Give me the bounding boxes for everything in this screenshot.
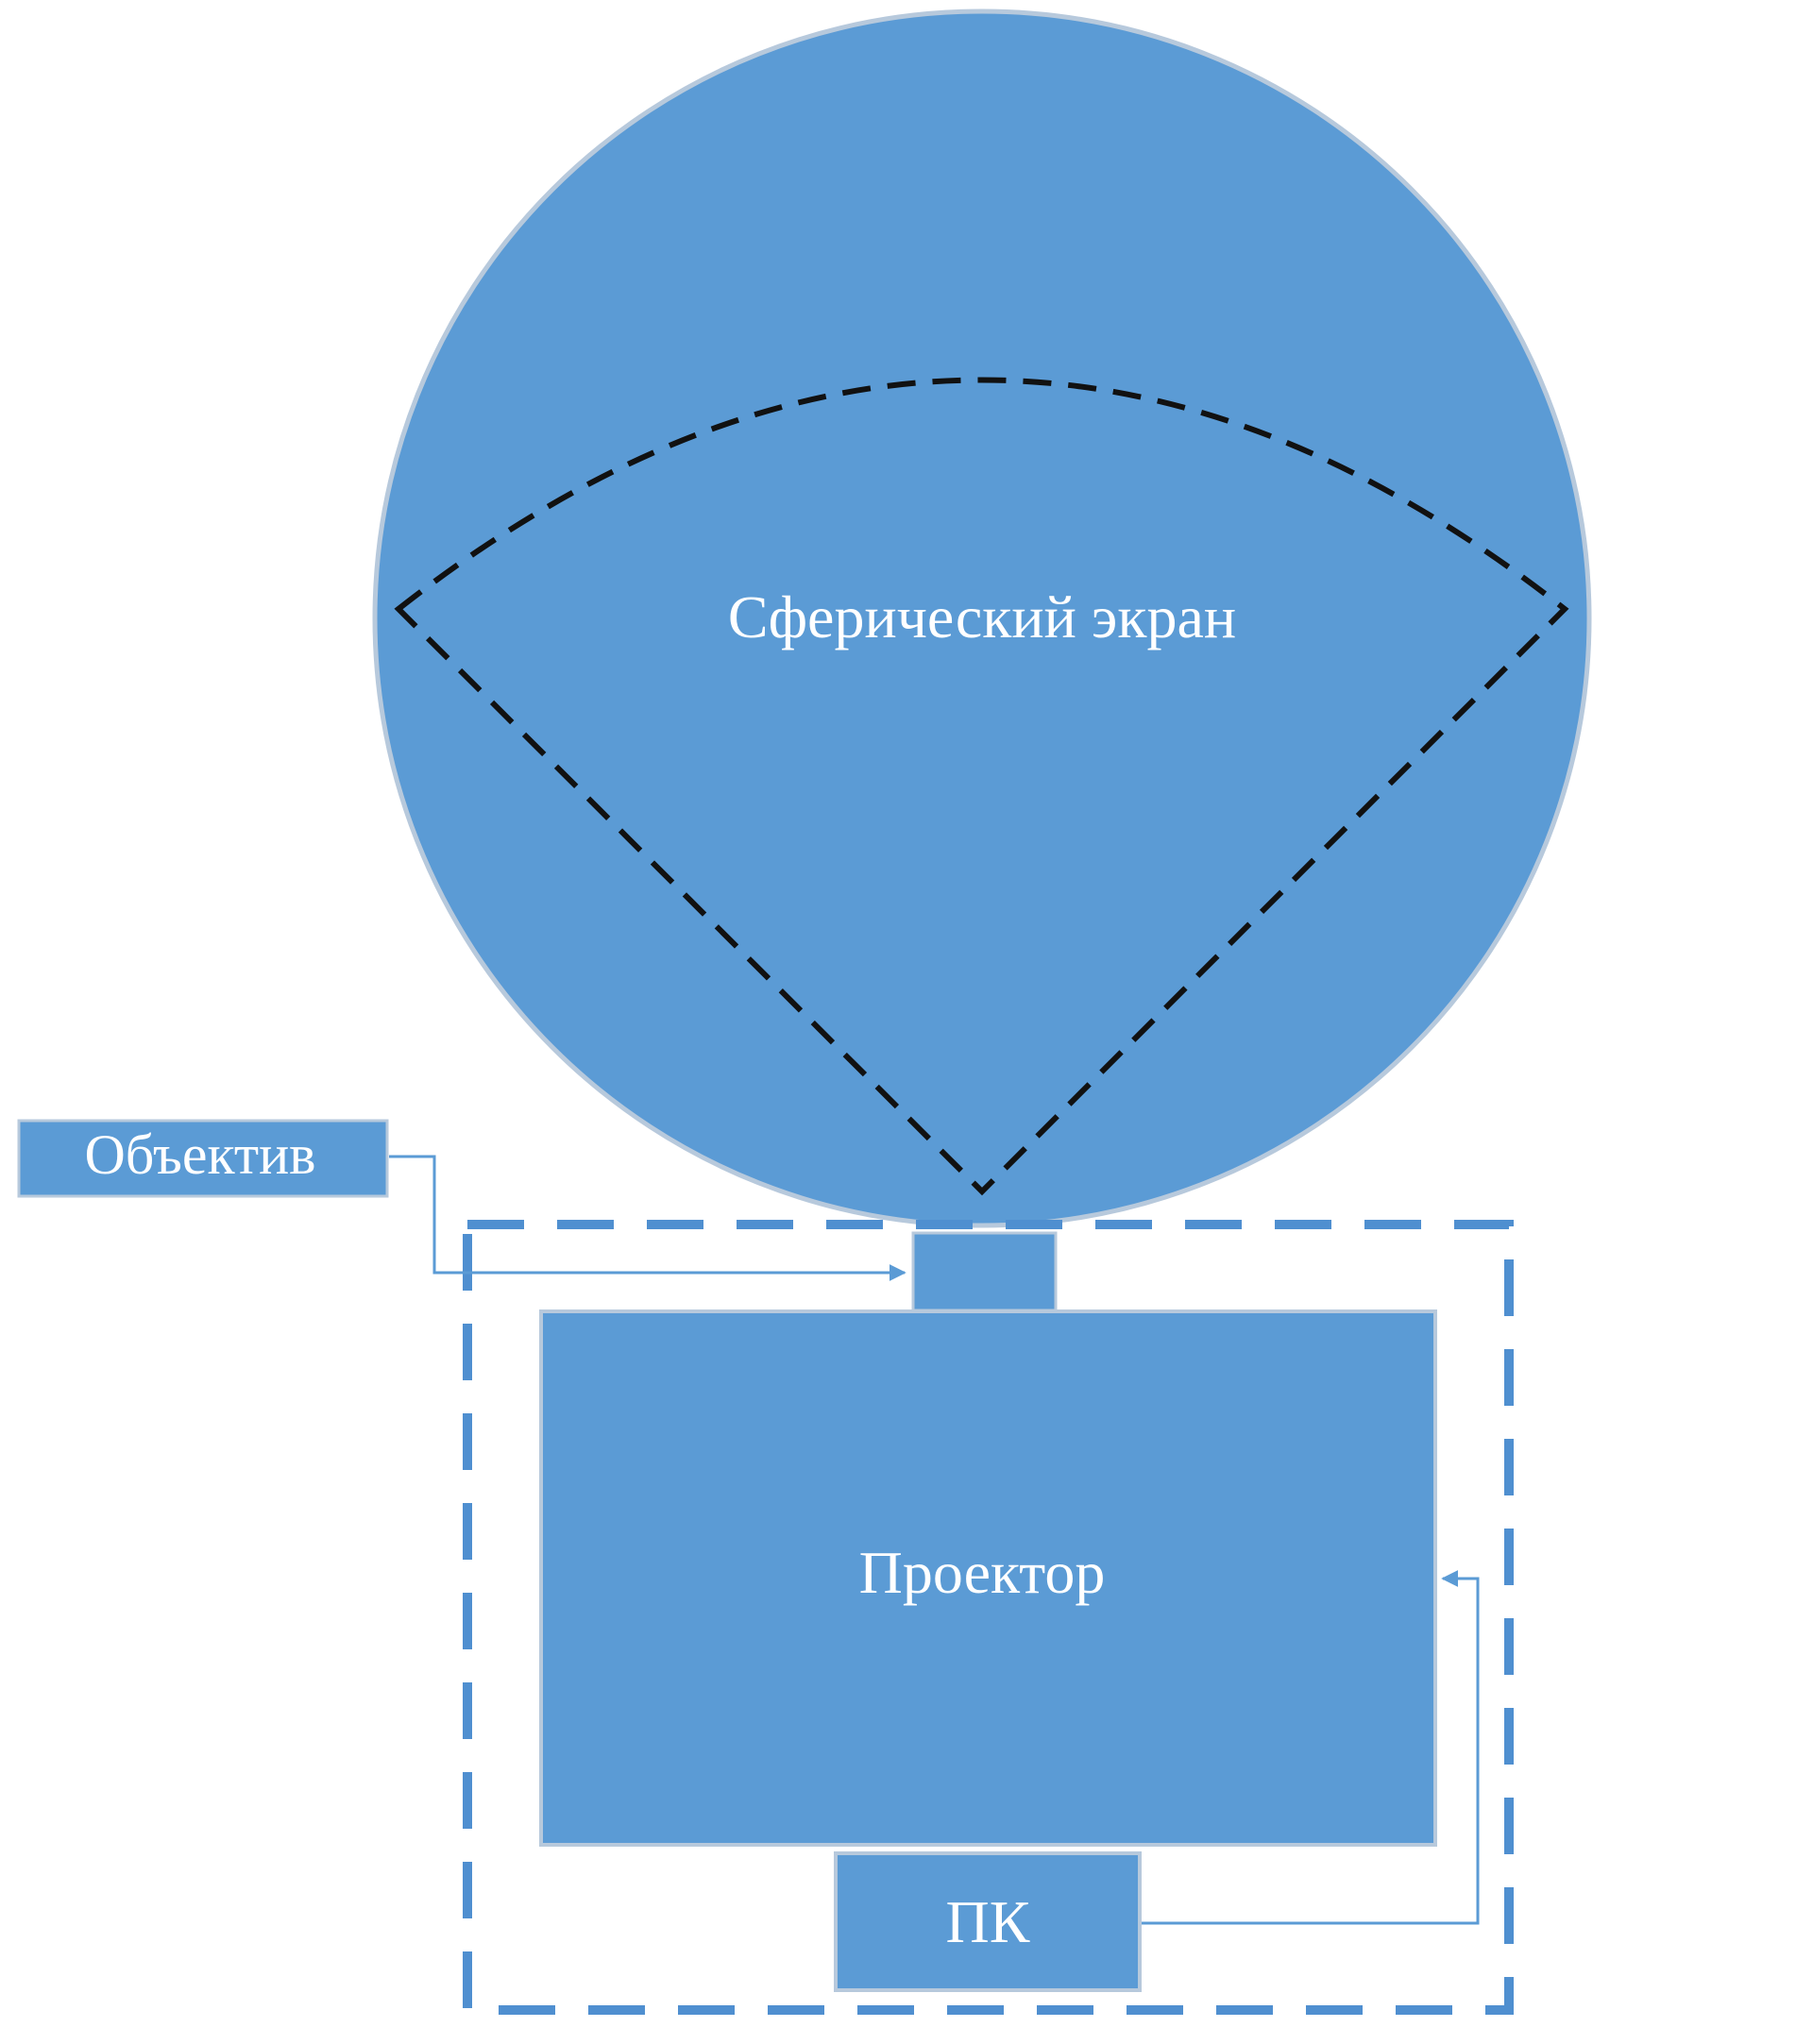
projector-assembly-frame	[463, 1220, 1514, 2015]
lens-callout-box	[17, 1119, 389, 1198]
lens-connector-arrow	[389, 1155, 906, 1281]
spherical-screen-label: Сферический экран	[728, 583, 1236, 650]
pc-block	[834, 1851, 1142, 1992]
projector-block	[539, 1309, 1437, 1847]
spherical-screen	[372, 8, 1592, 1228]
lens-callout-label: Объектив	[84, 1123, 315, 1186]
pc-label: ПК	[946, 1888, 1030, 1955]
lens-block	[911, 1231, 1058, 1312]
projector-label: Проектор	[859, 1539, 1106, 1606]
pc-to-projector-arrow	[1142, 1570, 1480, 1925]
